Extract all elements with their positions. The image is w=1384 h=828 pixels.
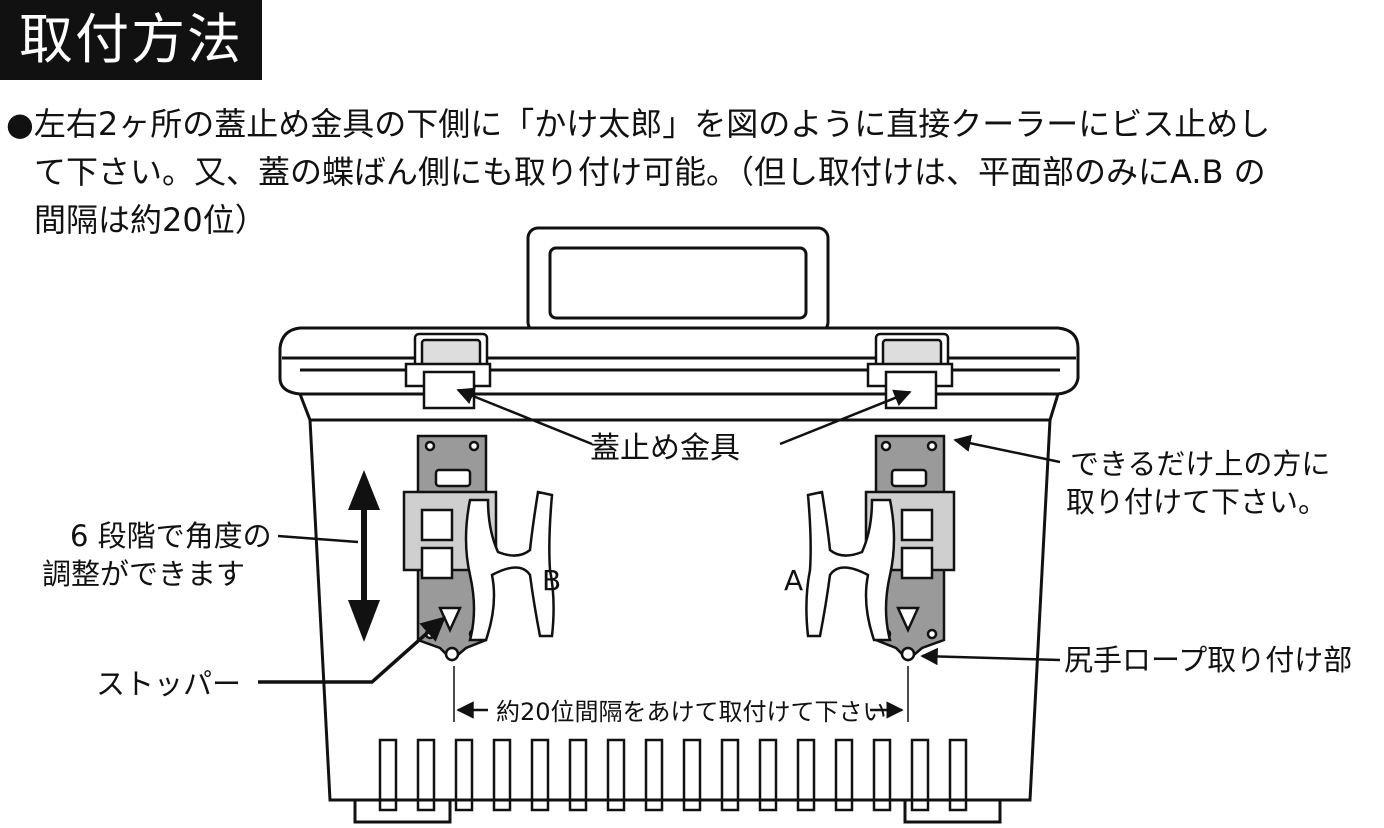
lid-latch-left [404,332,492,410]
top-note-line-2: 取り付けて下さい。 [1066,485,1327,519]
top-note-line-1: できるだけ上の方に [1070,447,1330,481]
instruction-line-3: 間隔は約20位） [34,201,267,239]
hook-a [805,490,896,642]
hook-a-label: A [784,564,803,597]
stopper-label: ストッパー [96,667,241,701]
hook-b-label: B [542,564,561,597]
instruction-text: ●左右2ヶ所の蓋止め金具の下側に「かけ太郎」を図のように直接クーラーにビス止めし… [6,100,1382,244]
page-title: 取付方法 [0,0,262,80]
cooler-handle [526,226,830,334]
cooler-vents [378,738,968,812]
rope-attach-label: 尻手ロープ取り付け部 [1064,643,1352,677]
leader-lines [258,387,1061,722]
cooler-body [298,393,1060,824]
hook-b [464,490,555,642]
angle-double-arrow [348,470,380,642]
lid-latch-right [866,332,954,410]
spacing-label: 約20位間隔をあけて取付けて下さい [496,698,887,726]
latch-label: 蓋止め金具 [590,431,740,466]
angle-note-line-1: 6 段階で角度の [70,519,272,553]
instruction-line-2: て下さい。又、蓋の蝶ばん側にも取り付け可能。（但し取付けは、平面部のみにA.B … [34,153,1266,191]
cooler-lid [278,326,1080,396]
instruction-line-1: ●左右2ヶ所の蓋止め金具の下側に「かけ太郎」を図のように直接クーラーにビス止めし [6,105,1271,143]
angle-note-line-2: 調整ができます [42,557,245,591]
